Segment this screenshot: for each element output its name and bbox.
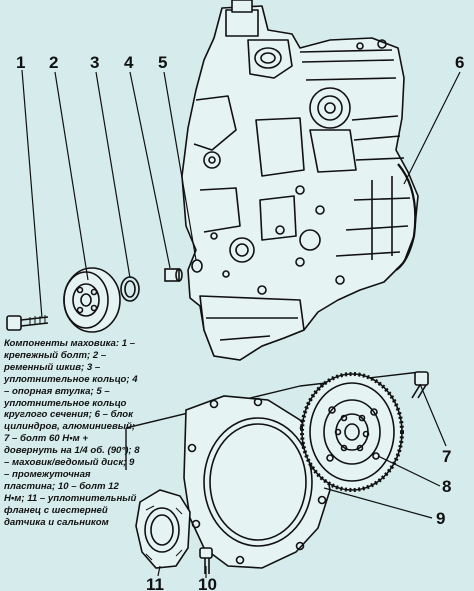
front-parts: [6, 259, 203, 333]
callout-8: 8: [442, 477, 451, 496]
callout-10: 10: [198, 575, 217, 591]
callout-5: 5: [158, 53, 167, 72]
callout-4: 4: [124, 53, 134, 72]
seal-ring: [120, 276, 140, 302]
callout-3: 3: [90, 53, 99, 72]
crank-bolt: [6, 315, 49, 331]
support-bushing: [164, 268, 183, 282]
small-bolt: [199, 547, 213, 574]
sealing-flange: [135, 489, 191, 569]
intermediate-plate: [183, 395, 331, 569]
callout-6: 6: [455, 53, 464, 72]
flywheel: [300, 372, 404, 492]
leader-lines: [21, 69, 461, 578]
flywheel-bolt: [411, 371, 429, 399]
callout-1: 1: [16, 53, 25, 72]
engine-block: [181, 0, 419, 361]
belt-pulley: [63, 267, 121, 333]
callout-2: 2: [49, 53, 58, 72]
callout-9: 9: [436, 509, 445, 528]
callout-11: 11: [146, 575, 164, 591]
o-ring: [191, 259, 203, 273]
callout-7: 7: [442, 447, 451, 466]
callout-numbers: 1 2 3 4 5 6 7 8 9 10 11: [16, 53, 464, 591]
figure-caption: Компоненты маховика: 1 – крепежный болт;…: [4, 338, 140, 528]
